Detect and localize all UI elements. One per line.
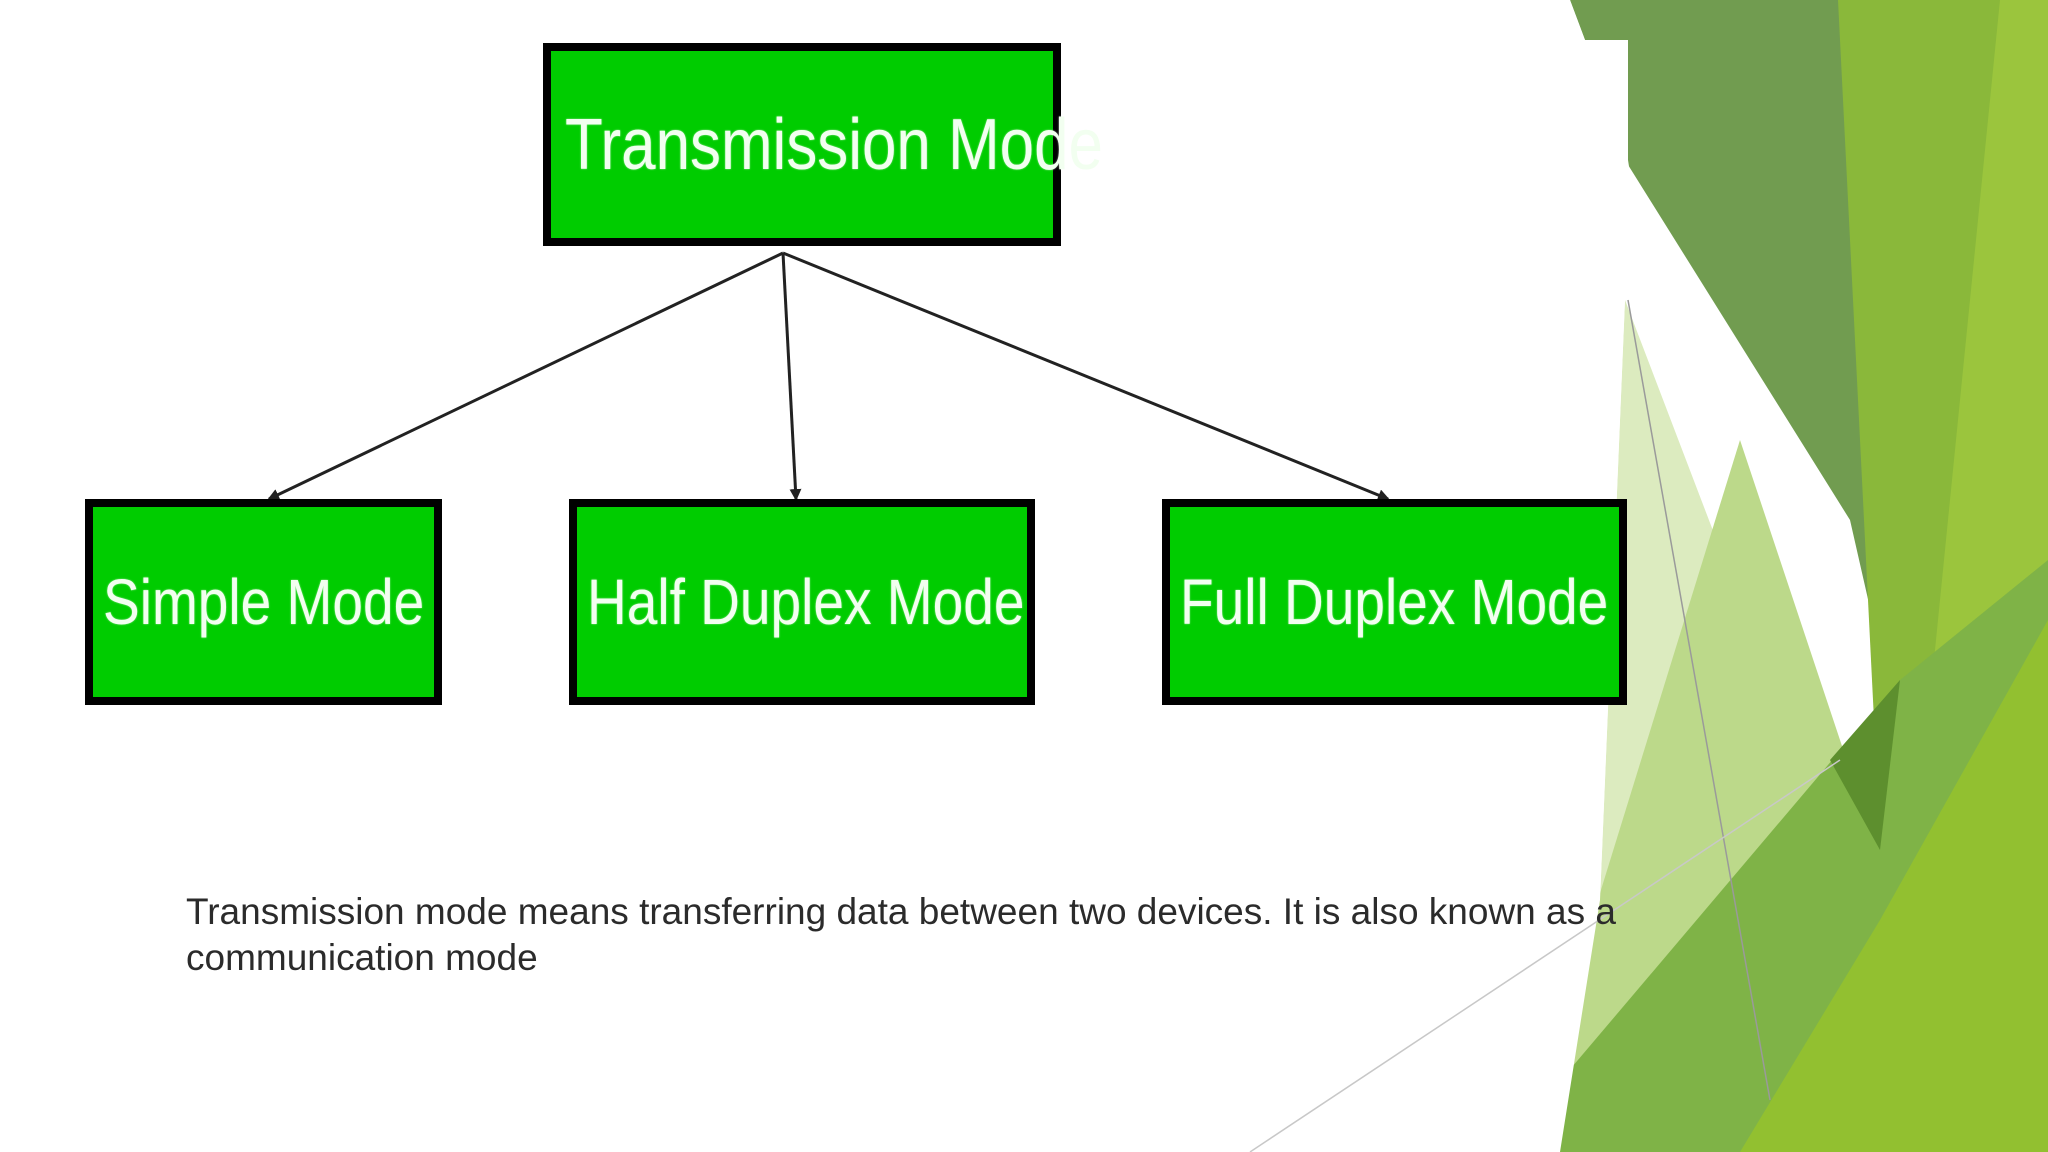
node-label: Transmission Mode — [565, 104, 1103, 185]
thin-decor-line-1 — [1627, 299, 1771, 1101]
node-full-duplex-mode: Full Duplex Mode — [1162, 499, 1627, 705]
node-label: Half Duplex Mode — [587, 566, 1025, 638]
node-simple-mode: Simple Mode — [85, 499, 442, 705]
node-transmission-mode: Transmission Mode — [543, 43, 1103, 246]
thin-decor-line-2 — [1249, 759, 1841, 1152]
node-label: Simple Mode — [103, 566, 425, 638]
right-accent-bottom-lime — [1740, 620, 2048, 1152]
arrow-to-simple-mode — [267, 251, 784, 501]
node-half-duplex-mode: Half Duplex Mode — [569, 499, 1035, 705]
right-accent-bottom-dark — [1830, 680, 1900, 850]
right-accent-bright-strip — [1838, 0, 2010, 840]
arrow-to-full-duplex-mode — [782, 251, 1390, 501]
node-label: Full Duplex Mode — [1180, 566, 1609, 638]
arrow-to-half-duplex-mode — [781, 252, 802, 501]
slide-caption: Transmission mode means transferring dat… — [186, 891, 1616, 978]
